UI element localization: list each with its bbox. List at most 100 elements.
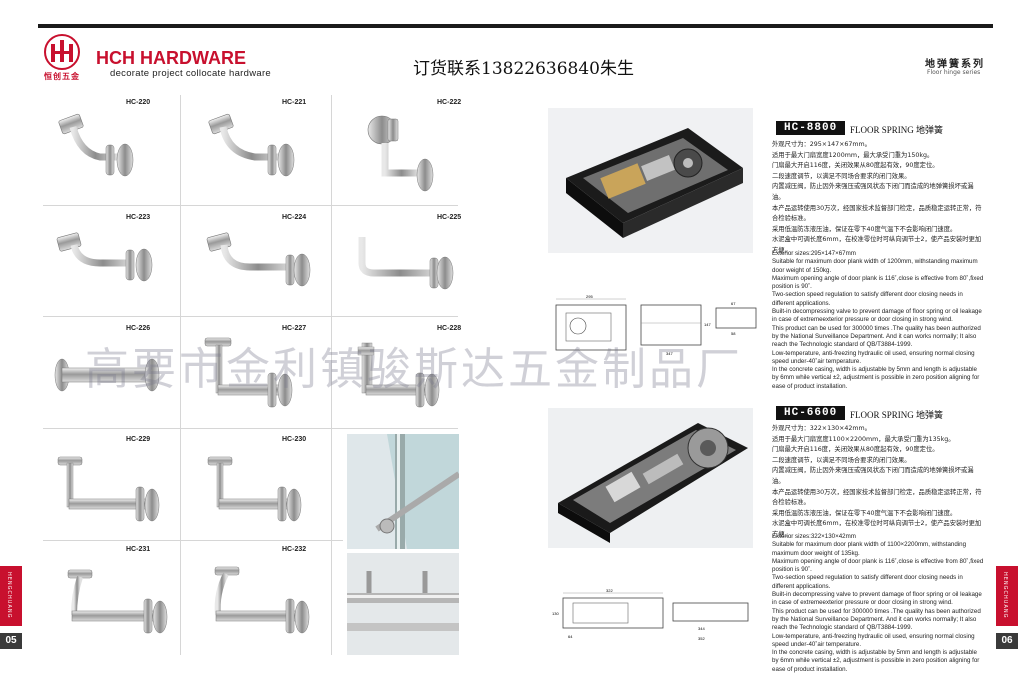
installation-photo-glass [347,434,461,549]
left-side-tab: HENGCHUANG [0,566,22,626]
spec-line-en: This product can be used for 300000 time… [772,607,981,632]
spec-line-cn: 外观尺寸为：295×147×67mm。 [772,141,871,148]
hc-228-image [357,342,440,408]
product-code: HC-225 [437,214,462,221]
hc-222-image [367,115,434,192]
right-side-tab-text: HENGCHUANG [1002,572,1008,619]
watermark: 高要市金利镇骏斯达五金制品厂 [85,344,743,395]
series-title-cn: 地弹簧系列 [925,59,985,70]
spec-line-en: Built-in decompressing valve to prevent … [772,591,982,607]
dim-label: 58 [731,331,736,336]
hc-231-image [67,569,168,634]
hc-223-image [56,232,153,282]
grid-divider [43,316,458,317]
spec-line-cn: 适用于最大门扇宽度1100×2200mm，最大承受门重为135kg。 [772,435,955,443]
floor-spring-8800-photo [548,108,753,253]
dim-label: 147 [704,322,711,327]
product-code: HC-224 [282,214,307,221]
dim-label: 130 [552,611,559,616]
product-code: HC-226 [126,325,151,332]
left-page-number: 05 [0,633,22,649]
hc-226-image [54,358,160,392]
dim-label: 64 [568,634,573,639]
spec-line-en: Maximum opening angle of door plank is 1… [772,557,984,574]
series-title-en: Floor hinge series [927,69,981,76]
hc-230-image [207,456,302,522]
spec-line-en: Exterior sizes:295×147×67mm [772,250,856,257]
spec-line-en: Low-temperature, anti-freezing hydraulic… [772,349,975,365]
spec-line-en: Exterior sizes:322×130×42mm [772,533,856,540]
product-code: HC-228 [437,325,462,332]
spec-line-cn: 水泥盒中可调长度6mm，在校准零位时可纵向调节士2，使产品安装时更加方便。 [772,520,982,538]
spec-line-cn: 外观尺寸为：322×130×42mm。 [772,425,871,432]
floor-spring-6600-photo [548,408,753,548]
model-name-8800: FLOOR SPRING 地弹簧 [850,125,944,135]
header-rule [38,24,993,28]
grid-divider [43,428,458,429]
dim-label: 352 [698,636,705,641]
hc-220-image [58,113,134,177]
product-code: HC-221 [282,99,307,106]
dim-label: 322 [606,588,613,593]
spec-line-cn: 适用于最大门扇宽度1200mm，最大承受门重为150kg。 [772,151,934,159]
grid-divider [43,540,343,541]
spec-line-en: This product can be used for 300000 time… [772,324,981,349]
product-code: HC-230 [282,436,307,443]
spec-line-cn: 门扇最大开启116度，关闭效果从80度起有效，90度定位。 [772,446,939,454]
right-page-number: 06 [996,633,1018,649]
spec-line-en: In the concrete casing, width is adjusta… [772,649,980,673]
spec-line-en: Low-temperature, anti-freezing hydraulic… [772,632,975,648]
technical-drawing-6600: 322 130 64 344 352 [548,588,768,658]
spec-line-cn: 本产品运转使用30万次，经国家技术监督部门检定，品质稳定运转正常，符合检验标准。 [772,488,982,507]
spec-line-en: Two-section speed regulation to satisfy … [772,574,963,590]
hc-229-image [57,456,160,522]
dim-label: 67 [731,301,736,306]
chinese-specs-6600: 外观尺寸为：322×130×42mm。适用于最大门扇宽度1100×2200mm，… [772,424,984,541]
grid-divider [180,95,181,655]
hc-225-image [358,237,454,290]
spec-line-en: In the concrete casing, width is adjusta… [772,366,980,390]
brand-tagline: decorate project collocate hardware [110,68,272,79]
spec-line-en: Maximum opening angle of door plank is 1… [772,274,984,291]
spec-line-cn: 本产品运转使用30万次，经国家技术监督部门检定，品质稳定运转正常，符合检验标准。 [772,204,982,223]
hc-224-image [206,232,311,287]
model-tag-8800: HC-8800 [776,121,846,135]
order-contact: 订货联系13822636840朱生 [413,59,634,79]
left-side-tab-text: HENGCHUANG [6,572,12,619]
dim-label: 295 [586,294,593,299]
product-code: HC-222 [437,99,462,106]
brand-name: HCH HARDWARE [96,48,246,68]
spec-line-cn: 水泥盒中可调长度6mm，在校准零位时可纵向调节士2，使产品安装时更加方便。 [772,236,982,254]
model-name-6600: FLOOR SPRING 地弹簧 [850,410,944,420]
spec-line-cn: 二段速度调节，以满足不同场合要求的闭门效果。 [772,456,911,464]
grid-divider [43,205,458,206]
technical-drawing-8800: 295 147 67 58 347 [546,293,766,373]
handrail-bracket-illustrations [54,113,454,634]
spec-line-en: Two-section speed regulation to satisfy … [772,291,963,307]
spec-line-cn: 内置减压阀，防止因外来强压或强风状态下闭门而造成的地弹簧损坏或漏油。 [772,467,974,485]
right-side-tab: HENGCHUANG [996,566,1018,626]
product-code: HC-220 [126,99,151,106]
hc-227-image [204,337,293,408]
spec-line-cn: 采用低温防冻液压油，保证在零下40度气温下不会影响闭门速度。 [772,509,957,517]
dim-label: 344 [698,626,705,631]
spec-line-cn: 二段速度调节，以满足不同场合要求的闭门效果。 [772,172,911,180]
spec-line-cn: 采用低温防冻液压油，保证在零下40度气温下不会影响闭门速度。 [772,225,957,233]
hc-232-image [214,566,310,634]
logo-chinese-name: 恒创五金 [44,72,80,81]
grid-divider [331,95,332,655]
product-code: HC-229 [126,436,151,443]
spec-line-en: Suitable for maximum door plank width of… [772,541,967,557]
product-code: HC-231 [126,546,151,553]
spec-line-en: Built-in decompressing valve to prevent … [772,308,982,324]
hch-logo-icon [42,34,82,74]
spec-line-en: Suitable for maximum door plank width of… [772,258,978,274]
spec-line-cn: 内置减压阀，防止因外来强压或强风状态下闭门而造成的地弹簧损坏或漏油。 [772,183,974,201]
product-code: HC-227 [282,325,307,332]
product-code: HC-223 [126,214,151,221]
product-code: HC-232 [282,546,307,553]
installation-photo-rail [347,553,459,655]
spec-line-cn: 门扇最大开启116度，关闭效果从80度起有效，90度定位。 [772,162,939,170]
